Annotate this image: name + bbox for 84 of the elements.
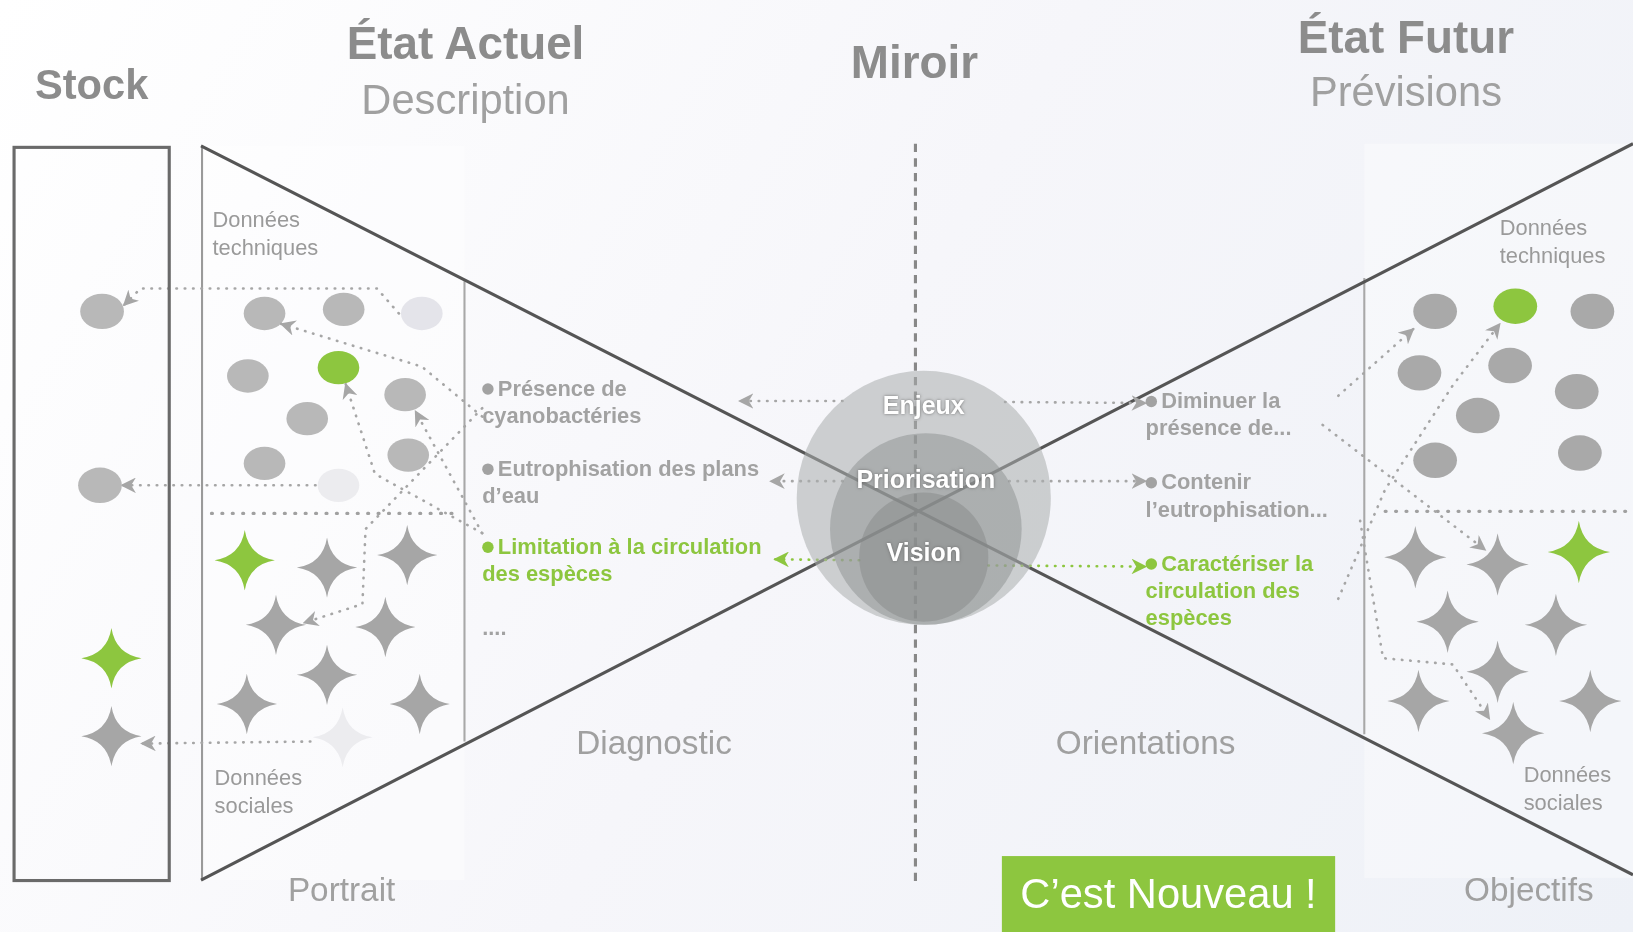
ellipse-marker bbox=[286, 402, 329, 436]
panel-heading: Données techniques bbox=[212, 206, 320, 262]
arrow bbox=[414, 410, 484, 535]
arrow bbox=[120, 477, 317, 494]
arrow bbox=[140, 735, 312, 752]
ellipse-marker bbox=[1397, 355, 1442, 391]
bullet-text: Eutrophisation des plans d’eau bbox=[482, 455, 771, 518]
star-marker bbox=[1466, 533, 1529, 596]
ellipse-marker bbox=[1570, 293, 1615, 330]
ellipse-marker bbox=[384, 378, 426, 412]
ellipse-marker bbox=[243, 446, 286, 481]
star-marker bbox=[216, 673, 278, 735]
star-marker bbox=[81, 628, 142, 689]
bullet-text: Présence de cyanobactéries bbox=[482, 374, 740, 438]
ellipse-marker bbox=[1554, 373, 1599, 410]
arrow bbox=[1003, 395, 1148, 411]
bullet-text: Caractériser la circulation des espèces bbox=[1145, 549, 1349, 640]
ellipse-marker bbox=[1493, 288, 1538, 324]
arrow bbox=[987, 558, 1148, 575]
arrow bbox=[1336, 327, 1415, 398]
ellipse-marker bbox=[80, 293, 124, 330]
ellipse-marker bbox=[1413, 442, 1457, 479]
column-heading: État Futur bbox=[1297, 10, 1515, 65]
circle-label: Enjeux bbox=[881, 391, 966, 421]
section-label: Prévisions bbox=[1309, 67, 1503, 117]
star-marker bbox=[1466, 640, 1529, 703]
bullet-text: Diminuer la présence de... bbox=[1145, 387, 1339, 450]
arrow bbox=[342, 382, 484, 535]
arrow bbox=[279, 320, 484, 418]
section-label: Portrait bbox=[287, 869, 396, 911]
arrow bbox=[122, 287, 401, 315]
callout-banner: C’est Nouveau ! bbox=[1001, 856, 1336, 932]
panel-heading: Données sociales bbox=[214, 764, 304, 820]
star-marker bbox=[355, 596, 416, 658]
star-marker bbox=[312, 707, 373, 768]
ellipse-marker bbox=[317, 468, 360, 502]
circle-label: Priorisation bbox=[855, 465, 997, 495]
star-marker bbox=[389, 673, 450, 735]
bullet-text: Limitation à la circulation des espèces bbox=[482, 533, 775, 596]
star-marker bbox=[245, 594, 307, 656]
star-marker bbox=[1559, 669, 1622, 733]
ellipse-marker bbox=[387, 438, 430, 472]
column-heading: État Actuel bbox=[346, 17, 585, 72]
section-label: Orientations bbox=[1055, 723, 1236, 764]
star-marker bbox=[1482, 701, 1545, 765]
ellipse-marker bbox=[322, 292, 365, 326]
bullet-text: Contenir l’eutrophisation... bbox=[1145, 468, 1361, 532]
star-marker bbox=[214, 530, 275, 591]
star-marker bbox=[1524, 593, 1588, 657]
ellipse-marker bbox=[1413, 293, 1457, 330]
arrow bbox=[737, 393, 844, 409]
star-marker bbox=[1416, 590, 1479, 653]
ellipse-marker bbox=[243, 296, 286, 331]
panel-heading: Données techniques bbox=[1499, 214, 1607, 270]
ellipse-marker bbox=[1455, 397, 1500, 434]
bullet-text: .... bbox=[482, 614, 524, 646]
arrow bbox=[773, 551, 861, 568]
star-marker bbox=[1547, 520, 1611, 584]
section-label: Objectifs bbox=[1464, 869, 1594, 911]
arrow bbox=[1336, 322, 1501, 601]
column-heading: Stock bbox=[33, 60, 150, 110]
arrow bbox=[1007, 473, 1148, 489]
star-marker bbox=[296, 537, 358, 598]
arrow bbox=[1358, 519, 1491, 720]
star-marker bbox=[1387, 669, 1450, 733]
panel-heading: Données sociales bbox=[1523, 761, 1613, 817]
star-marker bbox=[377, 524, 438, 586]
ellipse-marker bbox=[317, 350, 360, 385]
circle-label: Vision bbox=[885, 538, 963, 568]
star-marker bbox=[81, 706, 142, 767]
ellipse-marker bbox=[1558, 435, 1602, 471]
ellipse-marker bbox=[1488, 347, 1532, 384]
data-panel bbox=[1364, 143, 1633, 878]
arrow bbox=[1321, 423, 1487, 552]
ellipse-marker bbox=[400, 296, 443, 331]
arrow bbox=[769, 473, 844, 489]
section-label: Description bbox=[361, 75, 570, 125]
arrow bbox=[302, 406, 484, 626]
section-label: Diagnostic bbox=[576, 723, 732, 764]
star-marker bbox=[1384, 525, 1447, 589]
column-heading: Miroir bbox=[850, 35, 979, 90]
ellipse-marker bbox=[227, 359, 269, 393]
ellipse-marker bbox=[78, 467, 122, 503]
star-marker bbox=[296, 644, 358, 706]
